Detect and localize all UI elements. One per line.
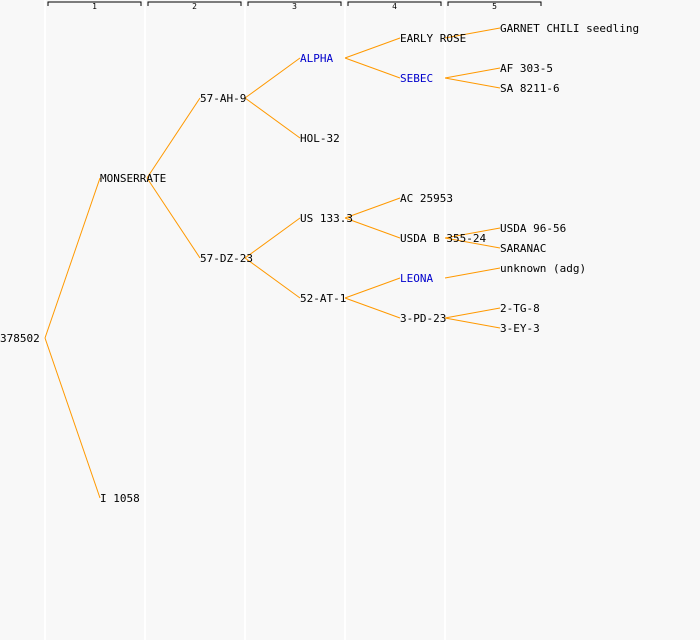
pedigree-edge bbox=[444, 307, 501, 319]
generation-bracket bbox=[47, 1, 142, 6]
pedigree-node-label: USDA B 355-24 bbox=[400, 232, 486, 245]
pedigree-node-label: 52-AT-1 bbox=[300, 292, 346, 305]
pedigree-edge bbox=[344, 297, 401, 319]
pedigree-node-label: 57-AH-9 bbox=[200, 92, 246, 105]
pedigree-edges bbox=[44, 27, 501, 499]
generation-number: 1 bbox=[92, 2, 97, 11]
pedigree-edge bbox=[444, 67, 501, 79]
pedigree-node-label: 57-DZ-23 bbox=[200, 252, 253, 265]
pedigree-node-label: US 133.3 bbox=[300, 212, 353, 225]
pedigree-edge bbox=[44, 177, 101, 339]
pedigree-node-label: 378502 bbox=[0, 332, 40, 345]
pedigree-node-label: MONSERRATE bbox=[100, 172, 166, 185]
pedigree-node-label: GARNET CHILI seedling bbox=[500, 22, 639, 35]
pedigree-edge bbox=[244, 257, 301, 299]
pedigree-node-label: 3-PD-23 bbox=[400, 312, 446, 325]
pedigree-node-label: SA 8211-6 bbox=[500, 82, 560, 95]
pedigree-node-label: unknown (adg) bbox=[500, 262, 586, 275]
pedigree-node-label: USDA 96-56 bbox=[500, 222, 566, 235]
pedigree-node-label: 3-EY-3 bbox=[500, 322, 540, 335]
generation-number: 5 bbox=[492, 2, 497, 11]
pedigree-node-label: SARANAC bbox=[500, 242, 546, 255]
column-separators bbox=[44, 0, 446, 640]
pedigree-edge bbox=[44, 337, 101, 499]
pedigree-edge bbox=[146, 177, 201, 259]
pedigree-edge bbox=[344, 57, 401, 79]
generation-bracket bbox=[147, 1, 242, 6]
pedigree-edge bbox=[344, 37, 401, 59]
pedigree-node-label: AF 303-5 bbox=[500, 62, 553, 75]
pedigree-edge bbox=[244, 217, 301, 259]
pedigree-edge bbox=[146, 97, 201, 179]
pedigree-edge bbox=[444, 27, 501, 39]
pedigree-node-label: EARLY ROSE bbox=[400, 32, 466, 45]
pedigree-edge bbox=[444, 267, 501, 279]
pedigree-edge bbox=[444, 317, 501, 329]
pedigree-node-link[interactable]: LEONA bbox=[400, 272, 433, 285]
pedigree-edge bbox=[244, 97, 301, 139]
generation-bracket bbox=[347, 1, 442, 6]
generation-number: 3 bbox=[292, 2, 297, 11]
pedigree-edge bbox=[444, 77, 501, 89]
pedigree-edge bbox=[344, 277, 401, 299]
generation-header: 1 2 3 4 5 bbox=[47, 1, 542, 11]
pedigree-node-label: I 1058 bbox=[100, 492, 140, 505]
generation-bracket bbox=[447, 1, 542, 6]
generation-bracket bbox=[247, 1, 342, 6]
pedigree-edge bbox=[244, 57, 301, 99]
pedigree-node-link[interactable]: ALPHA bbox=[300, 52, 333, 65]
pedigree-edge bbox=[444, 237, 501, 249]
pedigree-edge bbox=[344, 217, 401, 239]
pedigree-edge bbox=[344, 197, 401, 219]
pedigree-node-link[interactable]: SEBEC bbox=[400, 72, 433, 85]
pedigree-edge bbox=[444, 227, 501, 239]
generation-number: 4 bbox=[392, 2, 397, 11]
pedigree-node-label: HOL-32 bbox=[300, 132, 340, 145]
pedigree-node-label: 2-TG-8 bbox=[500, 302, 540, 315]
pedigree-node-label: AC 25953 bbox=[400, 192, 453, 205]
generation-number: 2 bbox=[192, 2, 197, 11]
pedigree-labels: 378502 MONSERRATE I 1058 57-AH-9 57-DZ-23 ALP… bbox=[0, 22, 639, 505]
